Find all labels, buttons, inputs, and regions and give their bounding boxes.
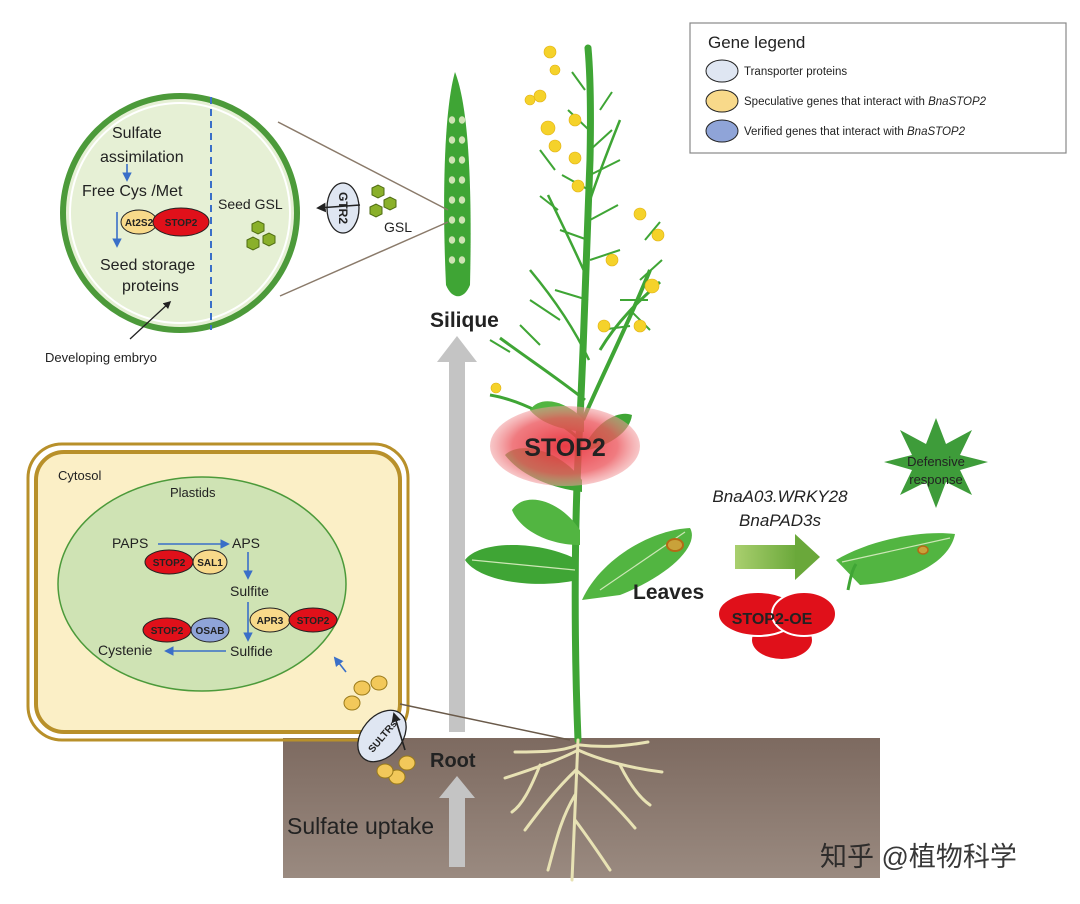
sulfate-assimilation-line2: assimilation bbox=[100, 149, 184, 166]
free-cys-met-label: Free Cys /Met bbox=[82, 183, 183, 200]
sulfide-label: Sulfide bbox=[230, 643, 273, 659]
defended-leaf bbox=[836, 533, 955, 591]
stop2-oe-marker: STOP2-OE bbox=[717, 591, 837, 659]
stop2-apr3-gene: STOP2 bbox=[297, 616, 330, 627]
seed-gsl-hexagons bbox=[246, 220, 276, 251]
gtr2-transporter: GTR2 bbox=[316, 182, 361, 234]
defensive-line1: Defensive bbox=[907, 454, 965, 469]
silique-transport-arrow bbox=[437, 336, 477, 732]
legend-swatch-speculative bbox=[705, 89, 739, 113]
legend-item-verified: Verified genes that interact with BnaSTO… bbox=[744, 126, 966, 138]
gsl-label: GSL bbox=[384, 219, 412, 235]
sulfite-label: Sulfite bbox=[230, 583, 269, 599]
sal1-gene: SAL1 bbox=[197, 558, 223, 569]
plastid bbox=[57, 476, 347, 692]
gene-wrky28-label: BnaA03.WRKY28 bbox=[712, 487, 848, 506]
sulfate-into-plastid-arrow bbox=[333, 656, 347, 673]
gtr2-label: GTR2 bbox=[336, 192, 350, 224]
seed-gsl-label: Seed GSL bbox=[218, 196, 283, 212]
legend-item-transporter: Transporter proteins bbox=[744, 66, 847, 78]
stop2-osab-gene: STOP2 bbox=[151, 626, 184, 637]
soil-block bbox=[283, 738, 880, 878]
cell-inset: Cytosol Plastids PAPS APS STOP2 SAL1 Sul… bbox=[26, 442, 410, 742]
at2s2-gene: At2S2 bbox=[125, 218, 154, 229]
cytosol-label: Cytosol bbox=[58, 468, 101, 483]
stop2-main-highlight bbox=[490, 406, 640, 486]
gsl-hexagons bbox=[369, 184, 397, 218]
legend-swatch-transporter bbox=[705, 59, 739, 83]
sulfate-uptake-arrow bbox=[439, 776, 475, 867]
silique-label: Silique bbox=[430, 309, 499, 332]
sultrs-transporter: SULTRs bbox=[357, 709, 407, 763]
developing-embryo-caption: Developing embryo bbox=[45, 350, 157, 365]
legend-title: Gene legend bbox=[708, 33, 805, 52]
zoom-line-bottom bbox=[279, 221, 449, 297]
embryo-pointer bbox=[129, 300, 172, 340]
stop2-main-label: STOP2 bbox=[524, 434, 606, 462]
seed-storage-line1: Seed storage bbox=[100, 257, 195, 274]
root-zoom-line bbox=[399, 703, 571, 741]
root-label: Root bbox=[430, 750, 476, 772]
aps-label: APS bbox=[232, 535, 260, 551]
soil-sulfate-ions bbox=[376, 755, 416, 785]
defensive-line2: response bbox=[909, 472, 962, 487]
stop2-embryo-gene: STOP2 bbox=[165, 218, 198, 229]
legend-item-speculative: Speculative genes that interact with Bna… bbox=[744, 96, 987, 108]
legend-swatch-verified bbox=[705, 119, 739, 143]
stop2-paps-gene: STOP2 bbox=[153, 558, 186, 569]
plastids-label: Plastids bbox=[170, 485, 216, 500]
silique-pod bbox=[444, 72, 471, 297]
legend-box bbox=[689, 22, 1067, 154]
defensive-response-burst: Defensive response bbox=[884, 418, 988, 508]
sulfate-assimilation-line1: Sulfate bbox=[112, 125, 162, 142]
sulfate-uptake-label: Sulfate uptake bbox=[287, 813, 434, 839]
apr3-gene: APR3 bbox=[257, 616, 284, 627]
cysteine-label: Cystenie bbox=[98, 642, 153, 658]
seed-storage-line2: proteins bbox=[122, 278, 179, 295]
cytosol-sulfate-ions bbox=[343, 675, 388, 711]
paps-label: PAPS bbox=[112, 535, 148, 551]
gene-pad3s-label: BnaPAD3s bbox=[739, 511, 821, 530]
watermark-text: 知乎 @植物科学 bbox=[820, 842, 1017, 872]
osab-gene: OSAB bbox=[196, 626, 225, 637]
leaves-label: Leaves bbox=[633, 581, 704, 604]
stop2-oe-label: STOP2-OE bbox=[732, 611, 813, 628]
gene-legend: Gene legend Transporter proteins Specula… bbox=[689, 22, 1067, 154]
zoom-line-top bbox=[277, 121, 449, 211]
defense-arrow bbox=[735, 534, 820, 580]
developing-embryo-inset: Sulfate assimilation Free Cys /Met At2S2… bbox=[60, 93, 300, 333]
